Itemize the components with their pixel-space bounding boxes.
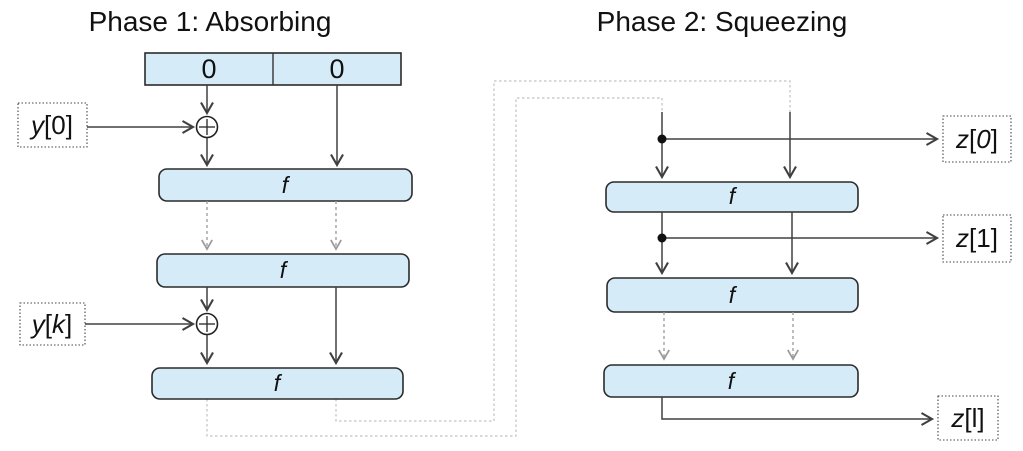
yk-open-bracket: [ bbox=[45, 309, 53, 339]
junction-dot-icon bbox=[657, 134, 667, 144]
svg-text:y[k]: y[k] bbox=[30, 309, 72, 339]
zl-var: z bbox=[950, 403, 964, 433]
z1-index: [1] bbox=[969, 223, 998, 253]
squeeze-round2-label: f bbox=[729, 282, 738, 308]
initial-state-box: 0 0 bbox=[144, 52, 402, 86]
svg-text:z[1]: z[1] bbox=[955, 223, 998, 253]
svg-text:z[0]: z[0] bbox=[955, 124, 998, 154]
phase2-title: Phase 2: Squeezing bbox=[597, 6, 848, 37]
squeeze-round2: f bbox=[606, 277, 859, 313]
output-label-zl: z[l] bbox=[937, 395, 999, 441]
y0-index: [0] bbox=[44, 110, 73, 140]
yk-index: k bbox=[52, 309, 67, 339]
z1-var: z bbox=[955, 223, 969, 253]
feedback-path-rate bbox=[206, 97, 663, 437]
state-cell-right: 0 bbox=[329, 54, 344, 84]
squeeze-round1: f bbox=[605, 181, 859, 213]
arrow-to-zl bbox=[661, 397, 935, 426]
output-label-z0: z[0] bbox=[942, 115, 1012, 163]
input-label-y0: y[0] bbox=[17, 102, 88, 148]
state-cell-left: 0 bbox=[201, 54, 216, 84]
yk-var: y bbox=[30, 309, 47, 339]
z0-var: z bbox=[955, 124, 969, 154]
z0-open-bracket: [ bbox=[969, 124, 977, 154]
absorb-round2-label: f bbox=[280, 257, 289, 283]
squeeze-round1-label: f bbox=[729, 183, 738, 209]
zl-index: [l] bbox=[964, 403, 984, 433]
absorb-round1-label: f bbox=[282, 172, 291, 198]
absorb-round2: f bbox=[156, 253, 410, 288]
z0-close-bracket: ] bbox=[991, 124, 998, 154]
svg-text:y[0]: y[0] bbox=[29, 110, 73, 140]
yk-close-bracket: ] bbox=[65, 309, 72, 339]
absorb-round3-label: f bbox=[274, 370, 283, 396]
absorb-round3: f bbox=[151, 367, 404, 400]
squeeze-round3-label: f bbox=[728, 368, 737, 394]
absorb-round1: f bbox=[158, 168, 413, 202]
y0-var: y bbox=[29, 110, 46, 140]
feedback-path-capacity bbox=[335, 80, 791, 422]
squeeze-round3: f bbox=[603, 364, 859, 398]
z0-index: 0 bbox=[976, 124, 991, 154]
input-label-yk: y[k] bbox=[19, 302, 86, 346]
output-label-z1: z[1] bbox=[942, 214, 1012, 263]
junction-dot-icon bbox=[657, 233, 667, 243]
xor-icon bbox=[195, 312, 219, 336]
svg-text:z[l]: z[l] bbox=[950, 403, 984, 433]
phase1-title: Phase 1: Absorbing bbox=[89, 6, 332, 37]
xor-icon bbox=[195, 115, 219, 139]
